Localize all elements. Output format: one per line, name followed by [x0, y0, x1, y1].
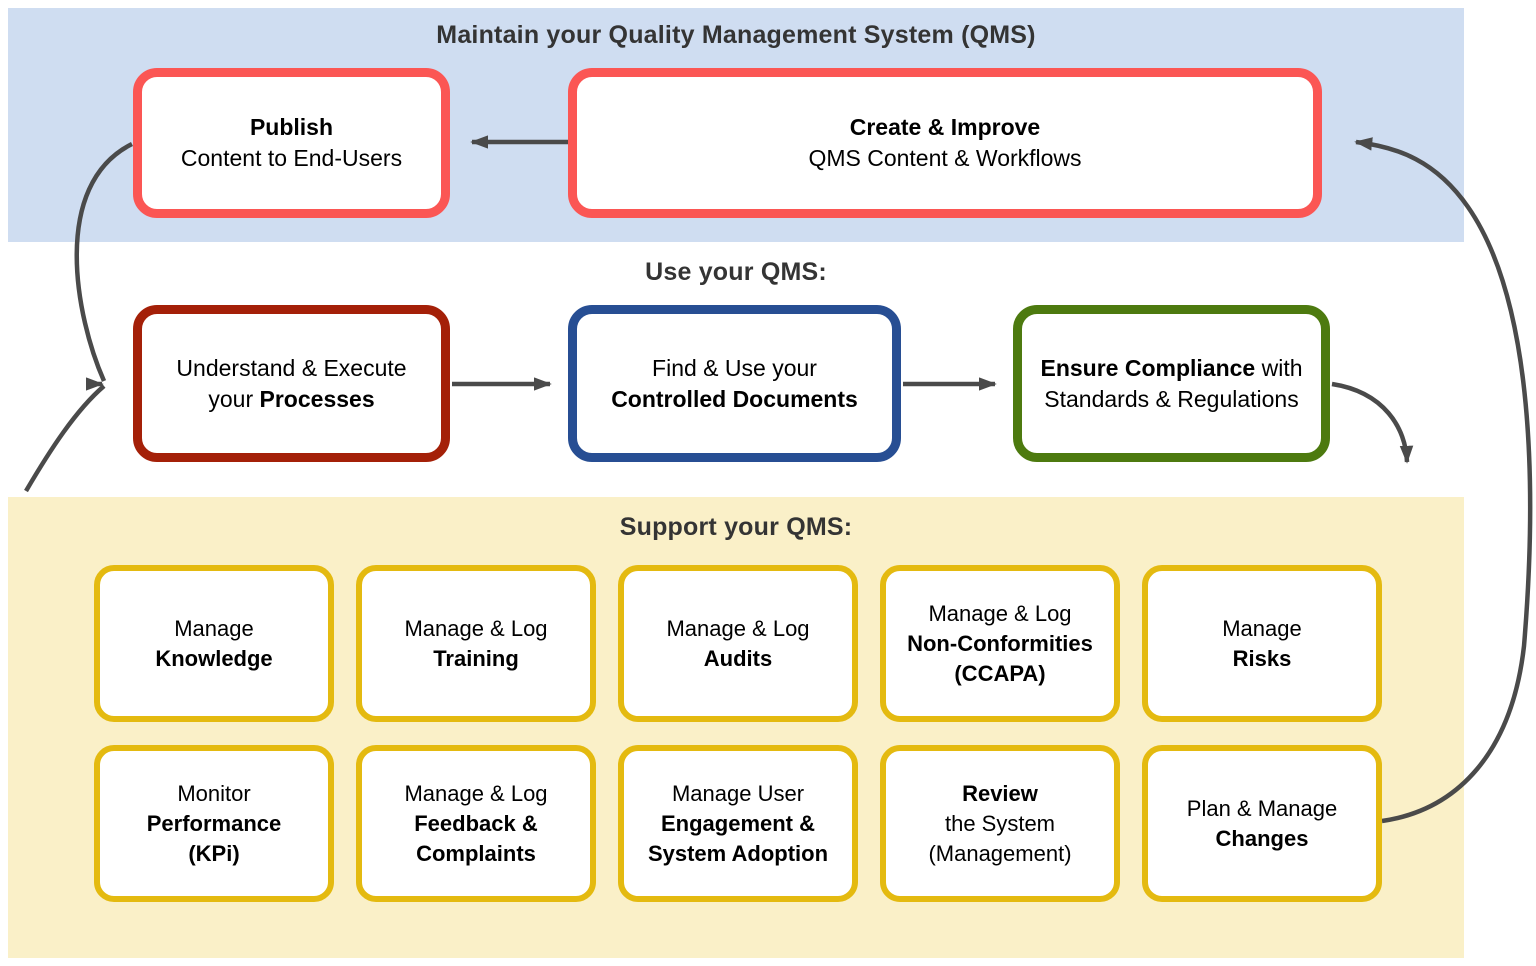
box-text-line: Engagement &: [660, 810, 816, 836]
arrow-support-to-understand: [24, 384, 106, 493]
box-text-line: Create & Improve: [849, 114, 1041, 140]
box-text-line: Manage & Log: [666, 615, 810, 641]
box-text-line: Performance: [146, 810, 282, 836]
box-text-line: Non-Conformities: [907, 630, 1093, 656]
box-text-line: (Management): [928, 840, 1072, 866]
box-text-line: Manage & Log: [928, 600, 1072, 626]
box-text-line: (CCAPA): [954, 660, 1046, 686]
box-text-line: Manage & Log: [404, 780, 548, 806]
box-text-line: Changes: [1215, 825, 1309, 851]
box-text-line: Find & Use your: [652, 354, 817, 381]
box-text-line: Standards & Regulations: [1044, 385, 1299, 412]
box-text-line: Ensure Compliance with: [1040, 354, 1303, 381]
box-text-line: Monitor: [177, 780, 251, 806]
support-card-review: Review the System (Management): [880, 745, 1120, 902]
box-text-line: Controlled Documents: [611, 385, 858, 412]
box-text-line: System Adoption: [647, 840, 829, 866]
box-text: Understand & Execute your Processes: [176, 353, 406, 415]
box-text-line: Review: [962, 780, 1038, 806]
box-text-line: Publish: [249, 114, 334, 140]
box-understand: Understand & Execute your Processes: [133, 305, 450, 462]
box-text-line: Training: [433, 645, 519, 671]
box-text-line: Knowledge: [155, 645, 273, 671]
box-text-line: the System: [944, 810, 1056, 836]
box-text-line: Content to End-Users: [180, 145, 403, 171]
box-text-line: (KPi): [188, 840, 240, 866]
box-text-line: QMS Content & Workflows: [808, 145, 1082, 171]
box-text-line: Understand & Execute: [176, 354, 407, 381]
box-text-line: Manage: [174, 615, 254, 641]
maintain-section-title: Maintain your Quality Management System …: [436, 21, 1036, 49]
box-text-line: Complaints: [416, 840, 536, 866]
box-text-line: Manage & Log: [404, 615, 548, 641]
box-text-line: Manage User: [671, 780, 805, 806]
box-text-line: Manage: [1222, 615, 1302, 641]
support-section-title: Support your QMS:: [619, 513, 853, 541]
box-text: Review the System (Management): [928, 779, 1071, 869]
box-text-line: Feedback &: [414, 810, 538, 836]
arrow-ensure-to-support: [1331, 381, 1414, 464]
box-text-line: your Processes: [208, 385, 375, 412]
box-text-line: Audits: [703, 645, 773, 671]
box-text-line: Plan & Manage: [1186, 795, 1338, 821]
use-section-title: Use your QMS:: [645, 258, 827, 286]
box-text-line: Risks: [1232, 645, 1292, 671]
